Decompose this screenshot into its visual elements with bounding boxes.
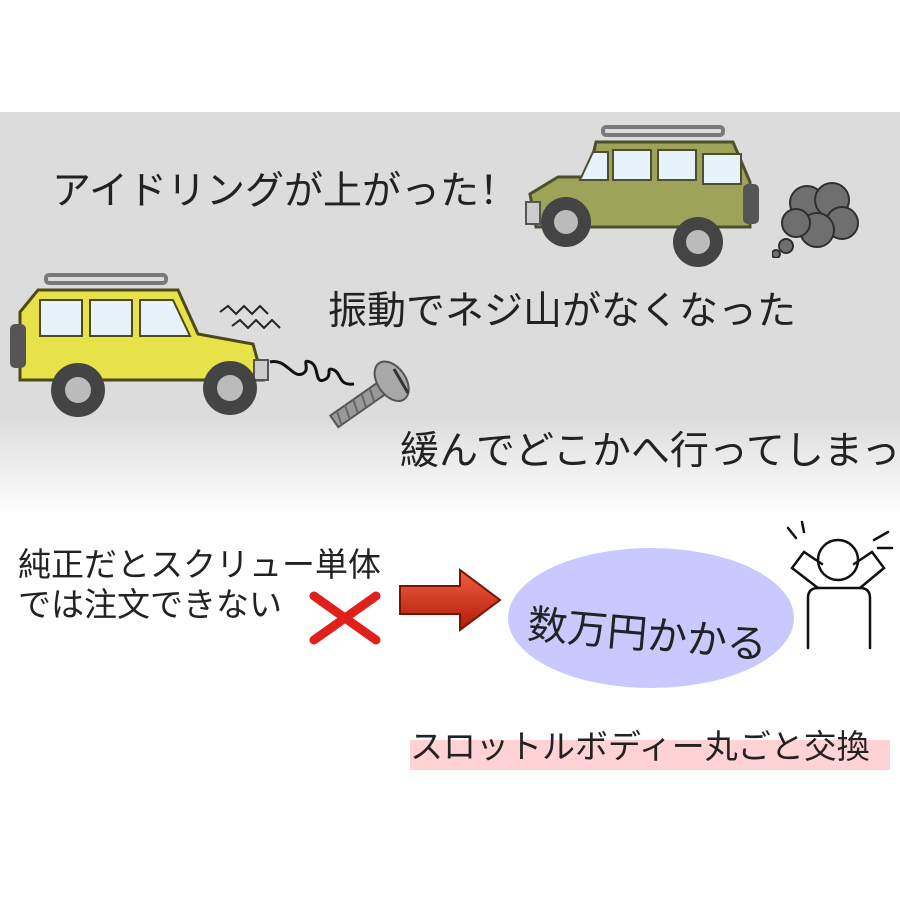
genuine-caption-line2: では注文できない [18, 585, 282, 624]
genuine-caption-line1: 純正だとスクリュー単体 [18, 545, 381, 584]
suv-olive-icon [525, 125, 759, 267]
screw-icon [328, 360, 410, 429]
exhaust-smoke-icon [772, 182, 859, 258]
loose-curl-icon [269, 359, 355, 386]
genuine-part-caption: 純正だとスクリュー単体 では注文できない [18, 545, 381, 625]
loosened-caption: 緩んでどこかへ行ってしまった [400, 429, 900, 474]
vibration-caption: 振動でネジ山がなくなった [328, 289, 797, 334]
idling-caption: アイドリングが上がった！ [52, 169, 519, 214]
cross-mark-icon [309, 591, 381, 645]
right-arrow-icon [399, 568, 502, 632]
suv-yellow-icon [10, 273, 269, 417]
vibration-lines-icon [219, 304, 281, 330]
replace-highlight [410, 740, 890, 770]
replace-caption: スロットルボディー丸ごと交換 [410, 727, 870, 766]
cost-ellipse [508, 548, 794, 688]
distressed-person-icon [786, 520, 894, 650]
